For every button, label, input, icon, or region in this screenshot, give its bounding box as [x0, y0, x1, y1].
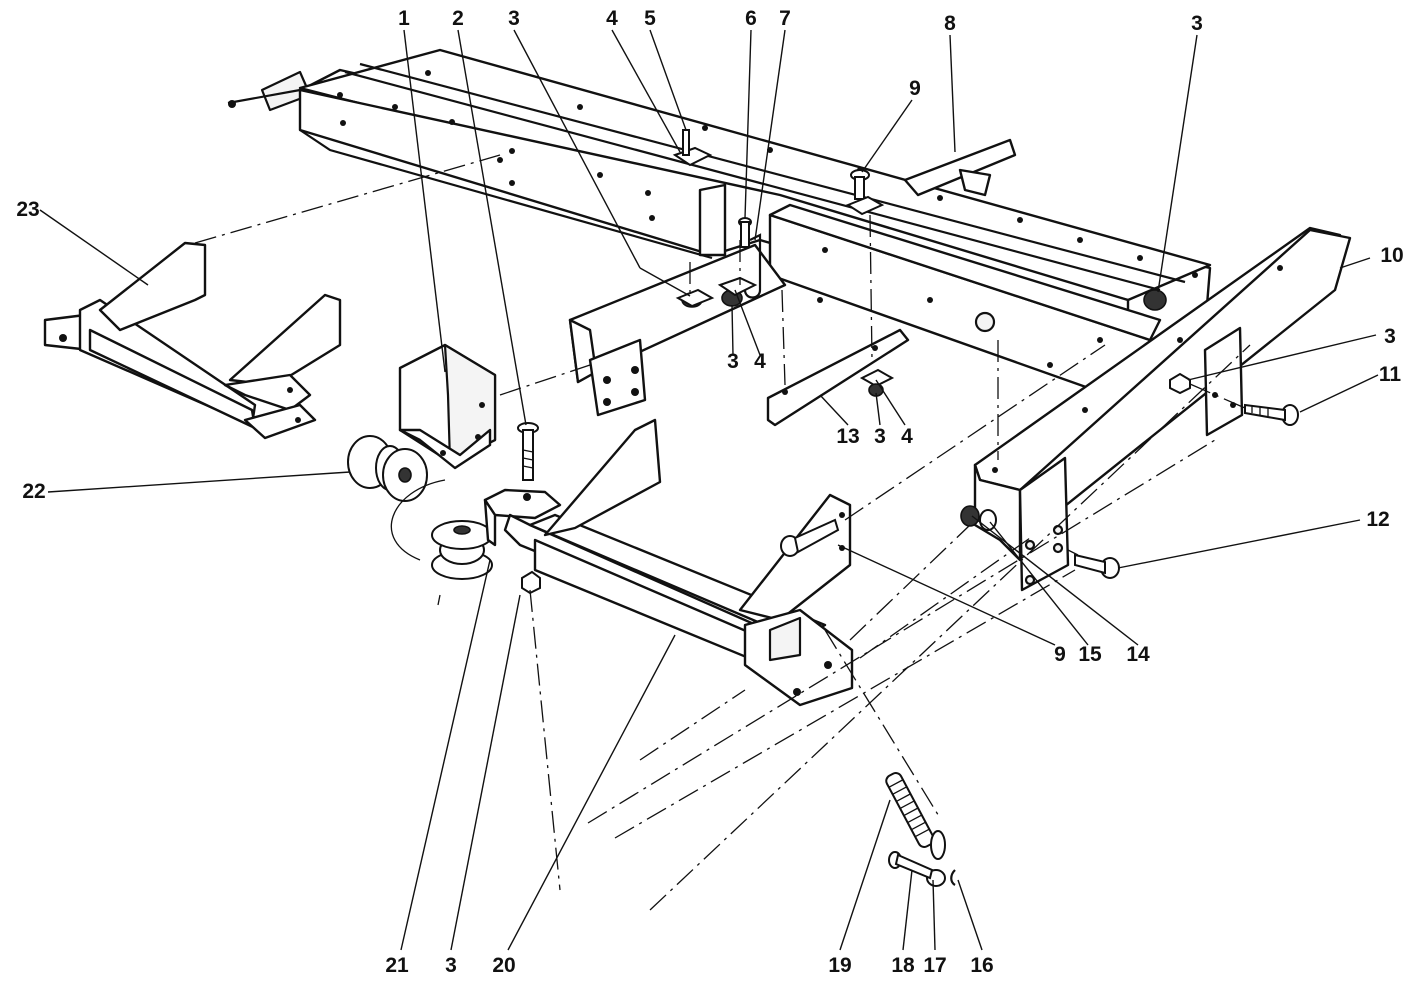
callout-3-mid: 3	[874, 425, 886, 448]
callout-9-bottom: 9	[1054, 643, 1066, 666]
callout-3-mid-left: 3	[727, 350, 739, 373]
callout-2: 2	[452, 7, 464, 30]
roller-21	[390, 479, 493, 606]
callout-13: 13	[836, 425, 859, 448]
callout-4-top: 4	[606, 7, 618, 30]
callout-4-mid-left: 4	[754, 350, 766, 373]
assembly-centerlines	[194, 154, 1251, 911]
callout-14: 14	[1126, 643, 1150, 666]
callout-19: 19	[828, 954, 851, 977]
callout-18: 18	[891, 954, 915, 977]
callout-3-bottom: 3	[445, 954, 457, 977]
callout-3-right: 3	[1384, 325, 1396, 348]
callout-1: 1	[398, 7, 410, 30]
leader-lines	[39, 29, 1379, 951]
left-channel	[568, 183, 787, 417]
callout-11: 11	[1379, 363, 1402, 386]
callout-8: 8	[944, 12, 956, 35]
center-channel	[768, 203, 1162, 397]
callout-7: 7	[779, 7, 791, 30]
roller-22	[347, 435, 428, 502]
callout-5: 5	[644, 7, 656, 30]
callout-23: 23	[16, 198, 39, 221]
callout-10: 10	[1380, 244, 1403, 267]
callout-3-top-right: 3	[1191, 12, 1203, 35]
callout-21: 21	[385, 954, 409, 977]
callout-17: 17	[923, 954, 946, 977]
callout-3-top-left: 3	[508, 7, 520, 30]
lower-frame-20	[483, 418, 854, 707]
callout-4-mid: 4	[901, 425, 913, 448]
callout-6: 6	[745, 7, 757, 30]
callout-12: 12	[1366, 508, 1389, 531]
bracket-1	[398, 343, 497, 470]
callout-9-top: 9	[909, 77, 921, 100]
callout-22: 22	[22, 480, 45, 503]
callout-16: 16	[970, 954, 993, 977]
callout-labels: 1 2 3 4 5 6 7 8 9 3 10 3 4 3 11 13 3 4 2…	[16, 7, 1403, 977]
side-plates	[1018, 326, 1244, 592]
upper-rail-8	[903, 138, 1017, 197]
callout-20: 20	[492, 954, 515, 977]
angle-bracket-13	[766, 328, 910, 427]
side-rail-10	[973, 226, 1352, 562]
front-crossmember-23	[43, 241, 342, 440]
callout-15: 15	[1078, 643, 1102, 666]
